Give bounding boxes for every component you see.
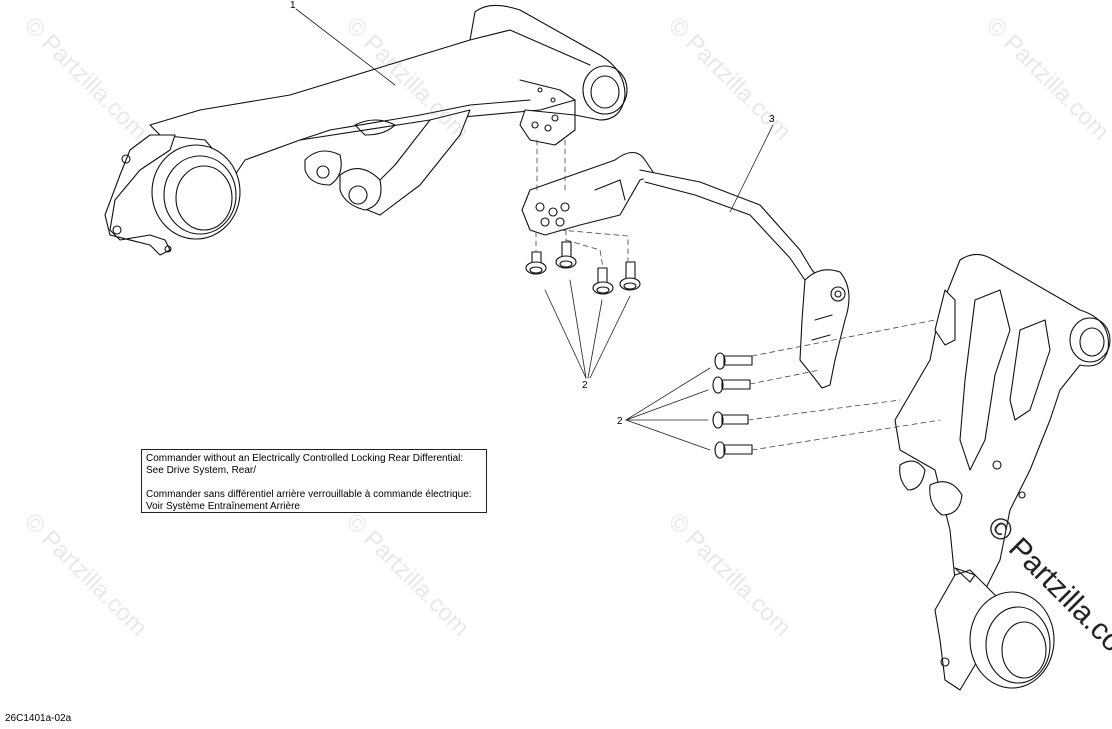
note-line: Commander without an Electrically Contro… bbox=[146, 453, 464, 464]
bolt-6 bbox=[713, 377, 750, 393]
note-line: See Drive System, Rear/ bbox=[146, 465, 257, 476]
callout-3: 3 bbox=[769, 114, 775, 125]
reference-code: 26C1401a-02a bbox=[5, 713, 72, 724]
bolt-7 bbox=[713, 412, 748, 428]
callout-2: 2 bbox=[617, 416, 623, 427]
note-line: Commander sans différentiel arrière verr… bbox=[146, 489, 472, 500]
callout-2: 2 bbox=[582, 380, 588, 391]
trailing-arm-right[interactable] bbox=[895, 254, 1110, 690]
support-rod-assembly[interactable] bbox=[522, 153, 849, 389]
trailing-arm-left[interactable] bbox=[105, 5, 627, 255]
note-box: Commander without an Electrically Contro… bbox=[141, 449, 487, 513]
callout-1: 1 bbox=[290, 0, 296, 11]
alignment-dashes bbox=[536, 140, 940, 450]
bolt-group-upper[interactable] bbox=[526, 242, 640, 294]
note-line: Voir Système Entraînement Arrière bbox=[146, 501, 300, 512]
bolt-8 bbox=[715, 442, 752, 458]
bolt-3 bbox=[593, 268, 613, 294]
bolt-2 bbox=[556, 242, 576, 268]
bolt-4 bbox=[620, 262, 640, 290]
leader-lines bbox=[296, 9, 773, 450]
bolt-5 bbox=[715, 353, 752, 369]
bolt-1 bbox=[526, 252, 546, 274]
bolt-group-right[interactable] bbox=[713, 353, 752, 458]
